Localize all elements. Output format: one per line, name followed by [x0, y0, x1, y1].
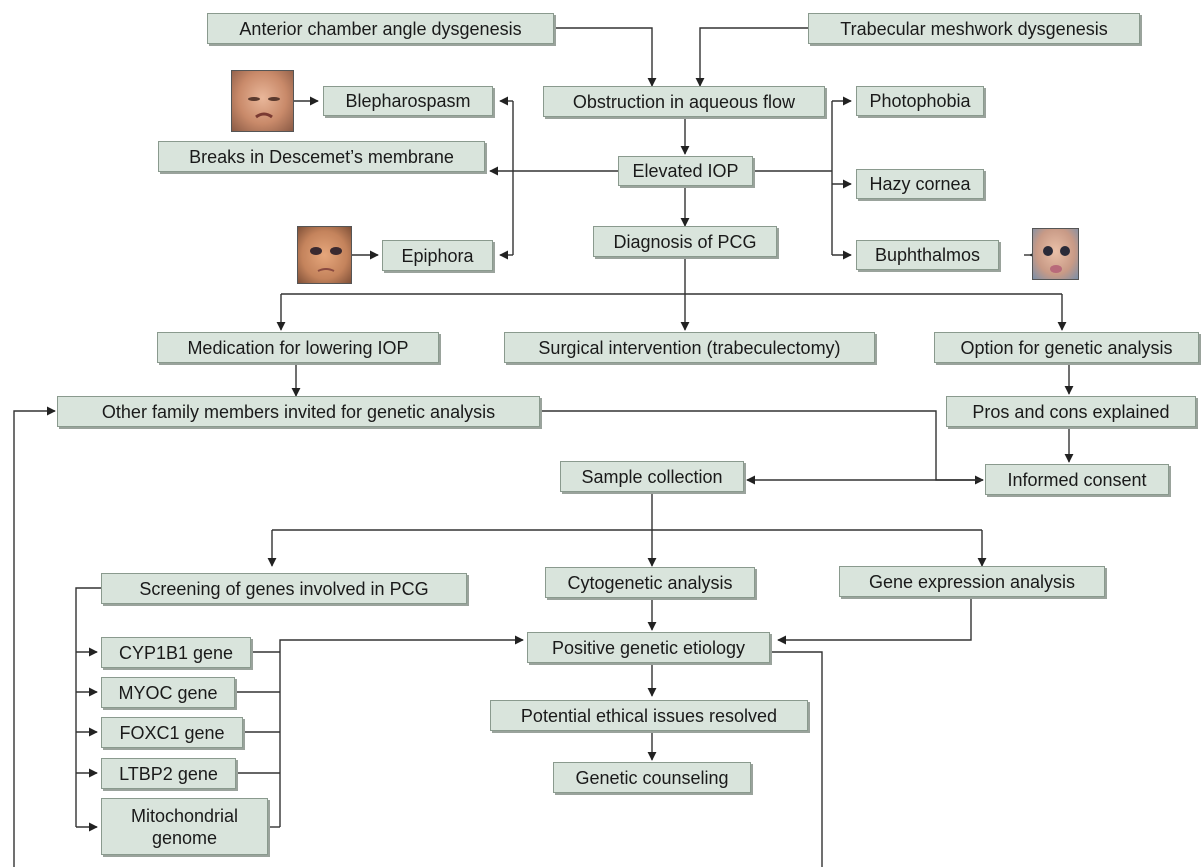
node-family-members-invited: Other family members invited for genetic…: [57, 396, 540, 427]
node-gene-expression-analysis: Gene expression analysis: [839, 566, 1105, 597]
node-surgical-intervention: Surgical intervention (trabeculectomy): [504, 332, 875, 363]
node-ethical-issues-resolved: Potential ethical issues resolved: [490, 700, 808, 731]
infant-buphthalmos-photo-icon: [1032, 228, 1079, 280]
node-photophobia: Photophobia: [856, 86, 984, 116]
node-screening-genes: Screening of genes involved in PCG: [101, 573, 467, 604]
node-breaks-descemets: Breaks in Descemet’s membrane: [158, 141, 485, 172]
node-cytogenetic-analysis: Cytogenetic analysis: [545, 567, 755, 598]
node-positive-genetic-etiology: Positive genetic etiology: [527, 632, 770, 663]
node-foxc1-gene: FOXC1 gene: [101, 717, 243, 748]
arrow-anterior-to-obstruction: [552, 27, 657, 87]
arrow-expression-to-positive: [777, 597, 972, 645]
node-epiphora: Epiphora: [382, 240, 493, 271]
node-mitochondrial-genome: Mitochondrial genome: [101, 798, 268, 855]
node-blepharospasm: Blepharospasm: [323, 86, 493, 116]
positive-right-loop: [770, 651, 823, 867]
node-anterior-angle-dysgenesis: Anterior chamber angle dysgenesis: [207, 13, 554, 44]
node-hazy-cornea: Hazy cornea: [856, 169, 984, 199]
node-medication-lowering-iop: Medication for lowering IOP: [157, 332, 439, 363]
infant-epiphora-photo-icon: [297, 226, 352, 284]
node-buphthalmos: Buphthalmos: [856, 240, 999, 270]
node-elevated-iop: Elevated IOP: [618, 156, 753, 186]
node-cyp1b1-gene: CYP1B1 gene: [101, 637, 251, 668]
infant-photo-icon: [231, 70, 294, 132]
genes-to-positive: [279, 635, 524, 827]
node-ltbp2-gene: LTBP2 gene: [101, 758, 236, 789]
node-myoc-gene: MYOC gene: [101, 677, 235, 708]
node-diagnosis-pcg: Diagnosis of PCG: [593, 226, 777, 257]
node-obstruction-aqueous-flow: Obstruction in aqueous flow: [543, 86, 825, 117]
node-option-genetic-analysis: Option for genetic analysis: [934, 332, 1199, 363]
node-pros-cons-explained: Pros and cons explained: [946, 396, 1196, 427]
node-informed-consent: Informed consent: [985, 464, 1169, 495]
mito-line-1: Mitochondrial: [130, 805, 239, 826]
mito-line-2: genome: [151, 827, 218, 848]
node-trabecular-dysgenesis: Trabecular meshwork dysgenesis: [808, 13, 1140, 44]
node-sample-collection: Sample collection: [560, 461, 744, 492]
arrow-trabecular-to-obstruction: [695, 27, 808, 87]
screening-branch: [75, 587, 101, 827]
arrow-loop-to-family: [13, 406, 56, 867]
node-genetic-counseling: Genetic counseling: [553, 762, 751, 793]
